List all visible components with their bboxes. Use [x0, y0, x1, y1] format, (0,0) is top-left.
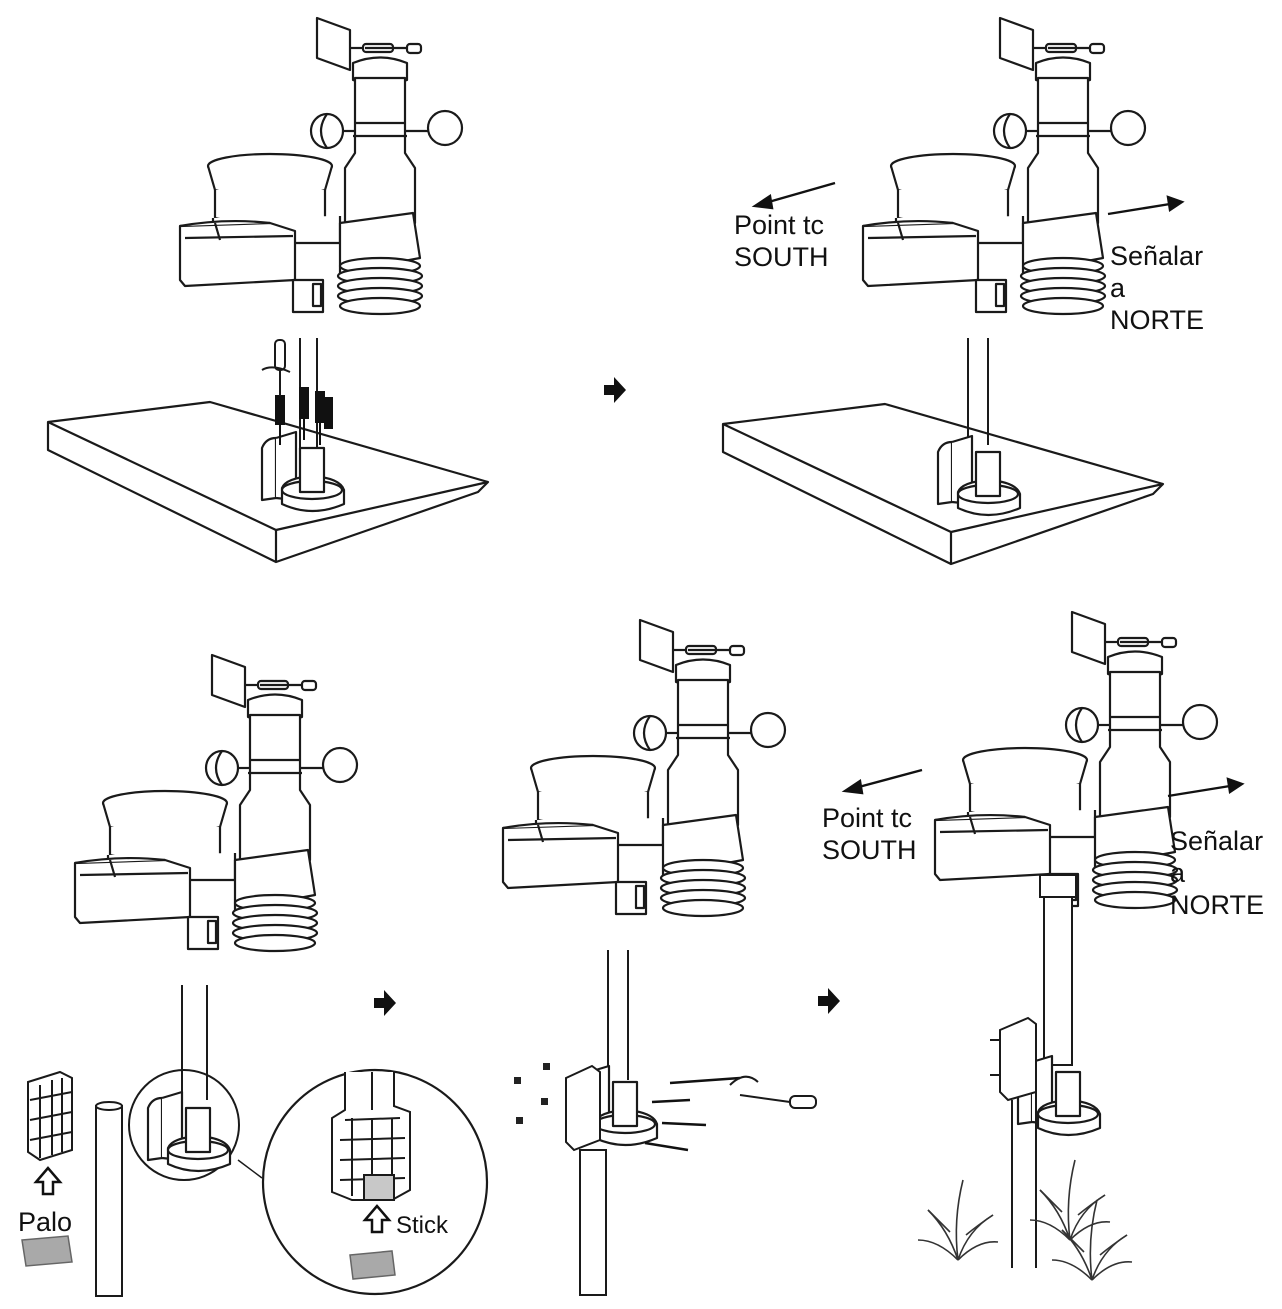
direction-label-south-1: Point tc SOUTH	[734, 209, 829, 273]
plant-icon	[1029, 1159, 1111, 1241]
arrow-right-icon	[374, 990, 396, 1016]
arrow-up-outline-icon	[33, 1166, 63, 1196]
panel-board-install	[46, 16, 490, 564]
direction-label-south-2: Point tc SOUTH	[822, 802, 917, 866]
plant-icon	[917, 1179, 999, 1261]
senalar-text: Señalar	[1110, 241, 1204, 271]
south-text: SOUTH	[822, 835, 917, 865]
arrow-right-icon	[818, 988, 840, 1014]
sensor-station-1	[178, 16, 464, 316]
panel-pole-attach	[501, 618, 817, 1296]
sensor-station-3	[73, 653, 359, 953]
panel-pole-final	[841, 610, 1245, 1281]
palo-text: Palo	[18, 1207, 73, 1237]
direction-label-north-1: Señalar a NORTE	[1110, 240, 1204, 336]
palo-label: Palo	[18, 1206, 72, 1238]
screwdriver-icon	[261, 339, 291, 396]
panel-pole-prepare	[21, 653, 489, 1297]
a-text: a	[1110, 273, 1126, 303]
senalar-text: Señalar	[1170, 826, 1264, 856]
sensor-station-4	[501, 618, 787, 918]
arrow-up-outline-icon	[362, 1204, 392, 1234]
norte-text: NORTE	[1110, 305, 1205, 335]
stick-label: Stick	[396, 1210, 448, 1242]
panel-orient-board	[721, 16, 1185, 566]
screw-icon	[275, 387, 333, 445]
a-text: a	[1170, 858, 1186, 888]
arrow-right-icon	[604, 377, 626, 403]
point-south-text: Point tc	[734, 210, 825, 240]
stick-text: Stick	[396, 1212, 449, 1239]
sensor-station-2	[861, 16, 1147, 316]
screwdriver-icon	[729, 1075, 817, 1109]
plant-icon	[1051, 1199, 1133, 1281]
south-text: SOUTH	[734, 242, 829, 272]
point-south-text: Point tc	[822, 803, 913, 833]
norte-text: NORTE	[1170, 890, 1265, 920]
direction-label-north-2: Señalar a NORTE	[1170, 825, 1264, 921]
